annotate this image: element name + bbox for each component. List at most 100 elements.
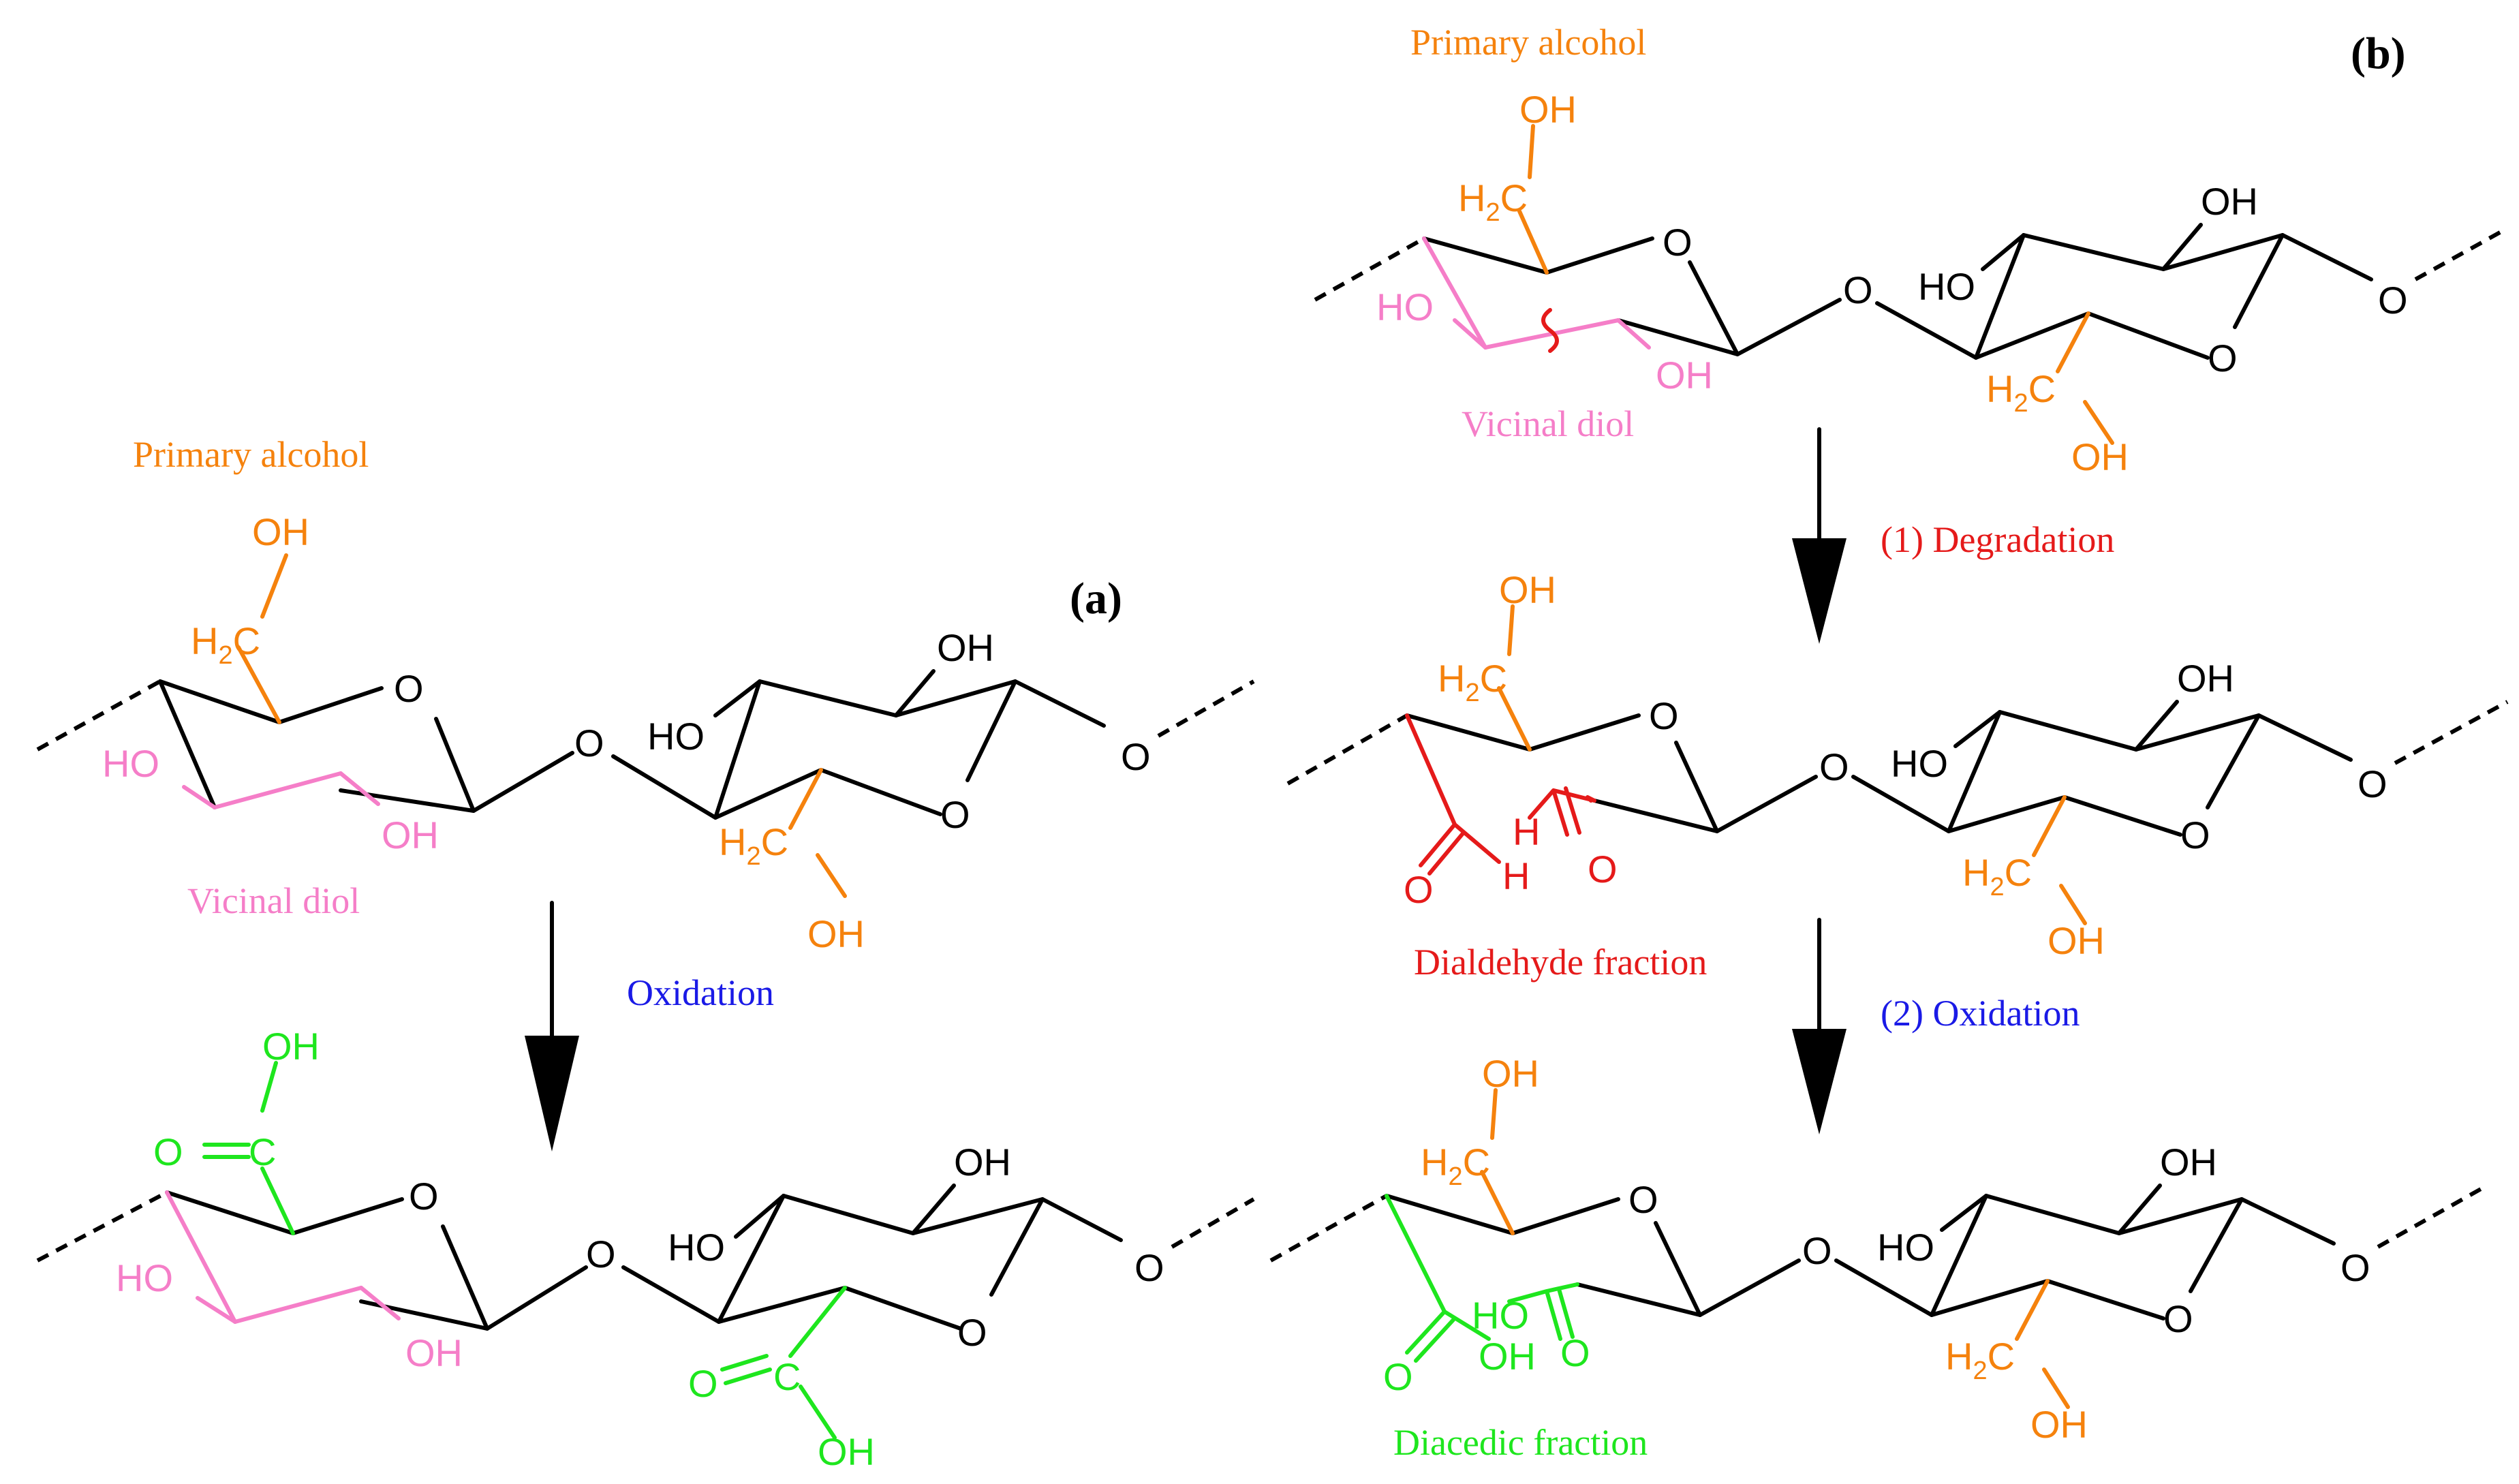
- ring-2-bonds: [717, 1194, 1045, 1331]
- ring-2-bonds: [1930, 1194, 2244, 1320]
- aldehyde-1-o: O: [1404, 868, 1434, 911]
- ring-2-oxygen: O: [940, 793, 970, 836]
- ring-1-c2c3: [158, 679, 217, 809]
- glycosidic-oxygen: O: [1802, 1229, 1832, 1272]
- vicinal-diol-oh2: [1453, 318, 1487, 350]
- ring-2-oh-bonds: [713, 669, 1106, 728]
- ring-2-oxygen: O: [2180, 814, 2210, 856]
- carboxyl-o: O: [153, 1130, 183, 1173]
- cleavage-mark: [1541, 308, 1559, 353]
- chain-dash-left: [1286, 713, 1408, 786]
- arrow-oxidation-b: [1792, 918, 1846, 1134]
- primary-alcohol-oh: OH: [252, 510, 309, 553]
- primary-alcohol-caption-b: Primary alcohol: [1410, 22, 1646, 63]
- ring-oxygen: O: [1663, 221, 1693, 264]
- ring-oxygen: O: [1628, 1178, 1658, 1221]
- chain-dash-right: [2394, 700, 2509, 765]
- panel-b: (b) Primary alcohol OH H2C O HO OH O HO …: [1269, 22, 2509, 1463]
- glycosidic-oxygen: O: [586, 1233, 616, 1276]
- carboxyl-c: C: [249, 1130, 276, 1173]
- ring-2-oxygen: O: [2163, 1297, 2193, 1340]
- ring-oxygen: O: [1649, 694, 1679, 737]
- primary-alcohol-h2c: H2C: [191, 619, 260, 670]
- ring-2-h2c: H2C: [1962, 851, 2032, 901]
- panel-b-reactant: OH H2C O HO OH O HO OH O H2C OH O: [1314, 88, 2509, 478]
- aldehyde-2-h: H: [1513, 810, 1540, 853]
- primary-alcohol-h2c: H2C: [1438, 657, 1507, 707]
- primary-alcohol-h2c: H2C: [1458, 176, 1528, 227]
- chain-dash-left: [36, 679, 161, 752]
- primary-alcohol-h2c: H2C: [1421, 1141, 1490, 1191]
- carboxyl-2-o: O: [1560, 1331, 1590, 1374]
- panel-b-label: (b): [2351, 29, 2406, 78]
- vicinal-diol-oh3: [359, 1286, 401, 1320]
- vicinal-diol-oh2: [182, 785, 217, 809]
- ring-2-ho: HO: [1877, 1226, 1934, 1269]
- ring-2-bonds: [1947, 710, 2261, 837]
- glycosidic-bond: [1698, 1258, 1934, 1317]
- chain-end-oxygen: O: [1121, 735, 1151, 778]
- ring-2-h2c: H2C: [719, 820, 788, 871]
- primary-alcohol-bond: [1517, 124, 1549, 275]
- ring-2-bonds: [713, 679, 1017, 820]
- oxidation-caption-b: (2) Oxidation: [1881, 993, 2080, 1034]
- chain-dash-left: [1269, 1194, 1388, 1263]
- carboxyl-2-bond: [1507, 1282, 1579, 1341]
- vicinal-ho: HO: [1376, 285, 1434, 328]
- ring-2-ho: HO: [1918, 265, 1975, 308]
- primary-alcohol-bond: [236, 645, 281, 724]
- ring-2-carboxyl-o: O: [688, 1362, 718, 1405]
- chain-dash-right: [1171, 1197, 1255, 1249]
- ring-2-ch2-oh: OH: [807, 912, 865, 955]
- arrow-degradation-b: [1792, 427, 1846, 644]
- vicinal-diol-bond: [213, 771, 343, 809]
- ring-2-oh: OH: [2177, 657, 2234, 700]
- ring-2-oh-bonds: [1981, 223, 2373, 281]
- ring-2-ch2-oh: OH: [2071, 435, 2129, 478]
- chain-dash-right: [2377, 1184, 2488, 1249]
- panel-b-dialdehyde: OH H2C O O H H O O HO OH O H2C OH O: [1286, 568, 2509, 962]
- primary-alcohol-oh: OH: [1482, 1052, 1539, 1095]
- primary-alcohol-bond: [1480, 1088, 1515, 1235]
- aldehyde-2-bond: [1528, 786, 1596, 837]
- ring-2-oxygen: O: [957, 1311, 987, 1354]
- chain-end-oxygen: O: [2358, 762, 2387, 805]
- vicinal-diol-oh2: [196, 1296, 237, 1324]
- ring-2-oh: OH: [2160, 1141, 2217, 1184]
- carboxyl-oh: OH: [262, 1025, 320, 1068]
- aldehyde-1-h: H: [1502, 854, 1530, 897]
- vicinal-ho: HO: [102, 742, 159, 785]
- glycosidic-oxygen: O: [1819, 745, 1849, 788]
- glycosidic-bond: [1735, 298, 1978, 360]
- ring-1-c2c3: [1422, 236, 1487, 350]
- vicinal-oh: OH: [405, 1331, 463, 1374]
- primary-alcohol-bond: [1497, 604, 1532, 752]
- ring-2-oh-bonds: [734, 1184, 1123, 1242]
- ring-oxygen: O: [409, 1175, 439, 1218]
- chain-end-oxygen: O: [2340, 1246, 2370, 1289]
- carboxyl-1-oh: OH: [1479, 1335, 1536, 1378]
- carboxyl-1-o: O: [1383, 1355, 1413, 1398]
- ring-2-carboxyl-bond: [720, 1286, 847, 1440]
- panel-a-reactant: O OH H2C HO OH O HO OH O H2C OH O: [36, 510, 1255, 955]
- diacedic-caption: Diacedic fraction: [1393, 1422, 1648, 1463]
- ring-2-h2c: H2C: [1945, 1335, 2015, 1385]
- panel-a-label: (a): [1070, 574, 1122, 623]
- aldehyde-2-o: O: [1588, 848, 1618, 891]
- ring-2-carboxyl-c: C: [773, 1355, 801, 1398]
- primary-alcohol-oh: OH: [1519, 88, 1577, 131]
- degradation-caption-b: (1) Degradation: [1881, 519, 2114, 560]
- ring-1-c2c3: [165, 1190, 237, 1324]
- chain-end-oxygen: O: [1134, 1246, 1164, 1289]
- ring-2-oxygen: O: [2208, 337, 2238, 380]
- ring-2-ch2-oh: OH: [2047, 919, 2105, 962]
- vicinal-diol-caption-a: Vicinal diol: [187, 880, 360, 921]
- vicinal-diol-caption-b: Vicinal diol: [1462, 403, 1634, 444]
- vicinal-diol-bond: [233, 1286, 363, 1324]
- dialdehyde-caption: Dialdehyde fraction: [1414, 942, 1707, 983]
- ring-2-ch2-bond: [2015, 1279, 2070, 1409]
- vicinal-diol-oh3: [1616, 318, 1651, 350]
- glycosidic-bond: [1715, 775, 1951, 833]
- ring-oxygen: O: [394, 667, 424, 710]
- carboxyl-1-bond: [1385, 1194, 1491, 1363]
